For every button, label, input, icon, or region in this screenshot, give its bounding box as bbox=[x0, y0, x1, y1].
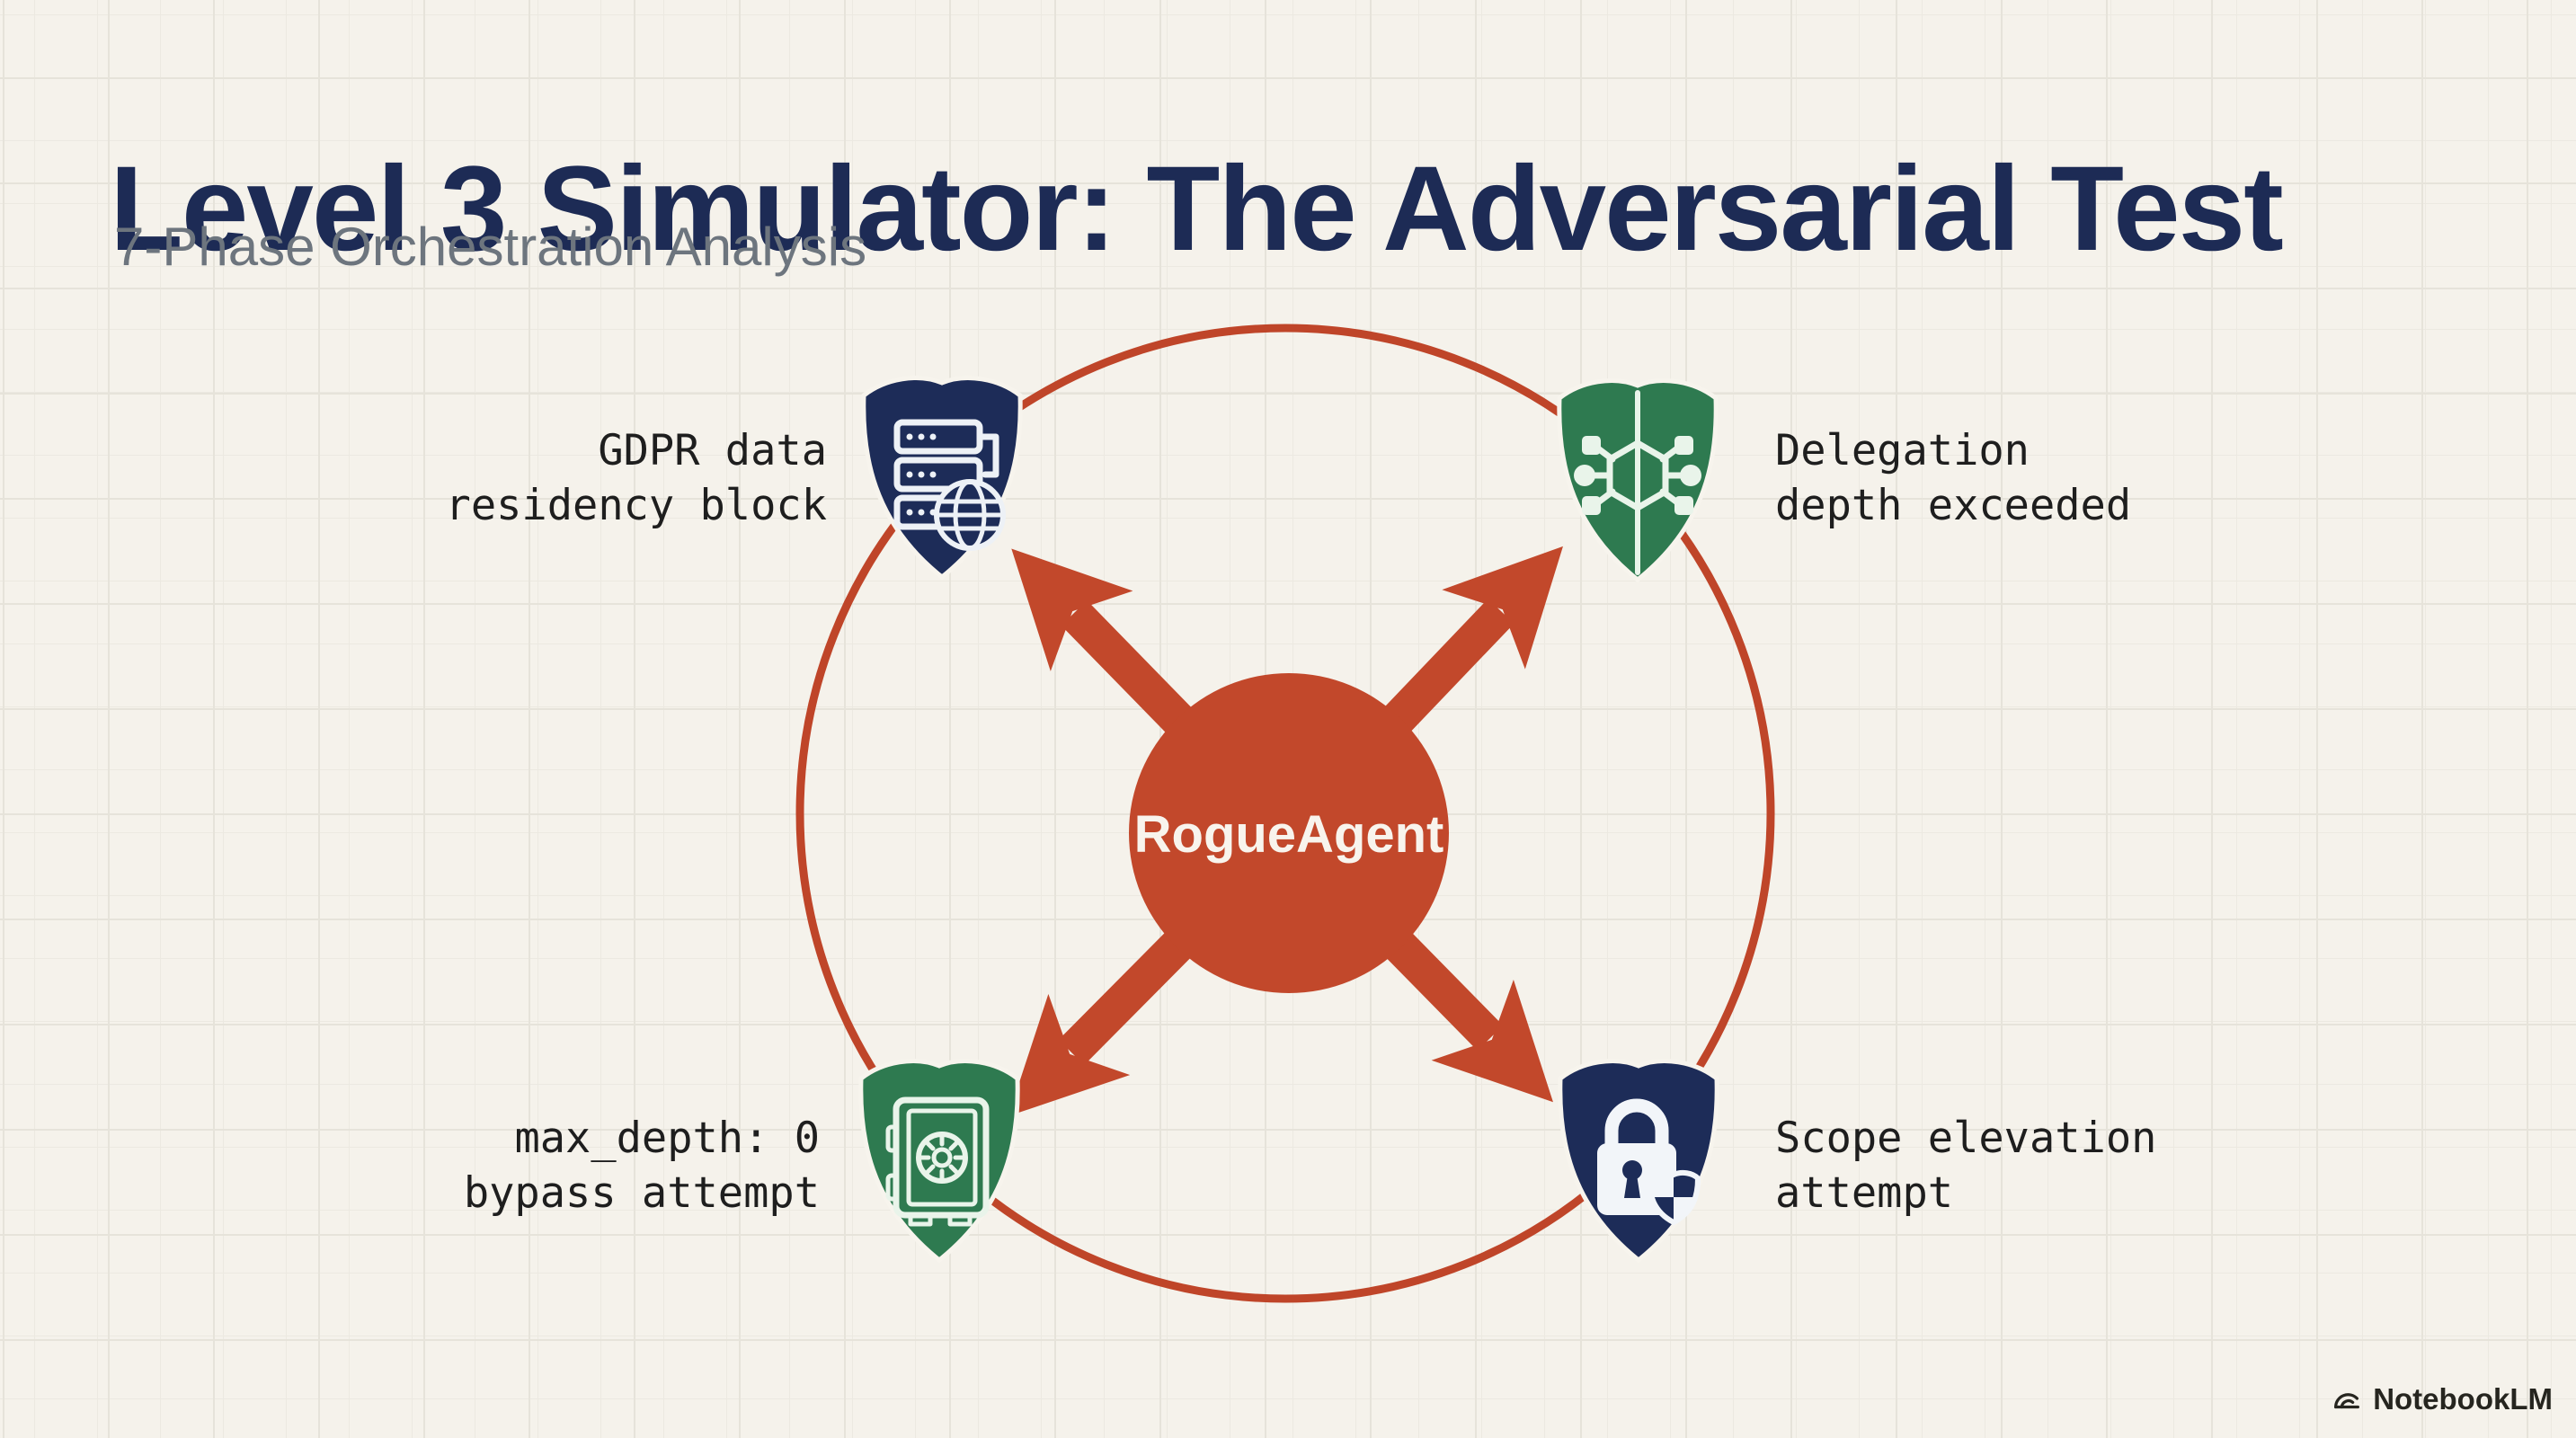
mini-shield-icon bbox=[1646, 1169, 1701, 1226]
notebooklm-label: NotebookLM bbox=[2373, 1382, 2553, 1416]
orbit-ring-circle bbox=[795, 324, 1775, 1303]
page-title: Level 3 Simulator: The Adversarial Test bbox=[110, 141, 2284, 276]
shield-server-globe-icon bbox=[861, 376, 1023, 581]
label-delegation-depth: Delegation depth exceeded bbox=[1775, 426, 2132, 530]
shield-network-icon bbox=[1557, 378, 1719, 583]
label-max-depth-bypass: max_depth: 0 bypass attempt bbox=[463, 1114, 820, 1218]
rogue-agent-label: RogueAgent bbox=[1134, 805, 1444, 864]
rogue-agent-circle bbox=[1129, 673, 1449, 993]
shield-lock-icon bbox=[1558, 1059, 1719, 1264]
label-gdpr-block: GDPR data residency block bbox=[445, 426, 827, 530]
notebooklm-logo-icon bbox=[2334, 1393, 2360, 1409]
notebooklm-watermark: NotebookLM bbox=[2330, 1382, 2553, 1416]
globe-icon bbox=[934, 479, 1006, 551]
page-subtitle: 7-Phase Orchestration Analysis bbox=[114, 217, 867, 277]
rogue-agent-node: RogueAgent bbox=[1129, 673, 1449, 993]
label-scope-elevation: Scope elevation attempt bbox=[1775, 1114, 2157, 1218]
shield-safe-icon bbox=[858, 1059, 1020, 1264]
